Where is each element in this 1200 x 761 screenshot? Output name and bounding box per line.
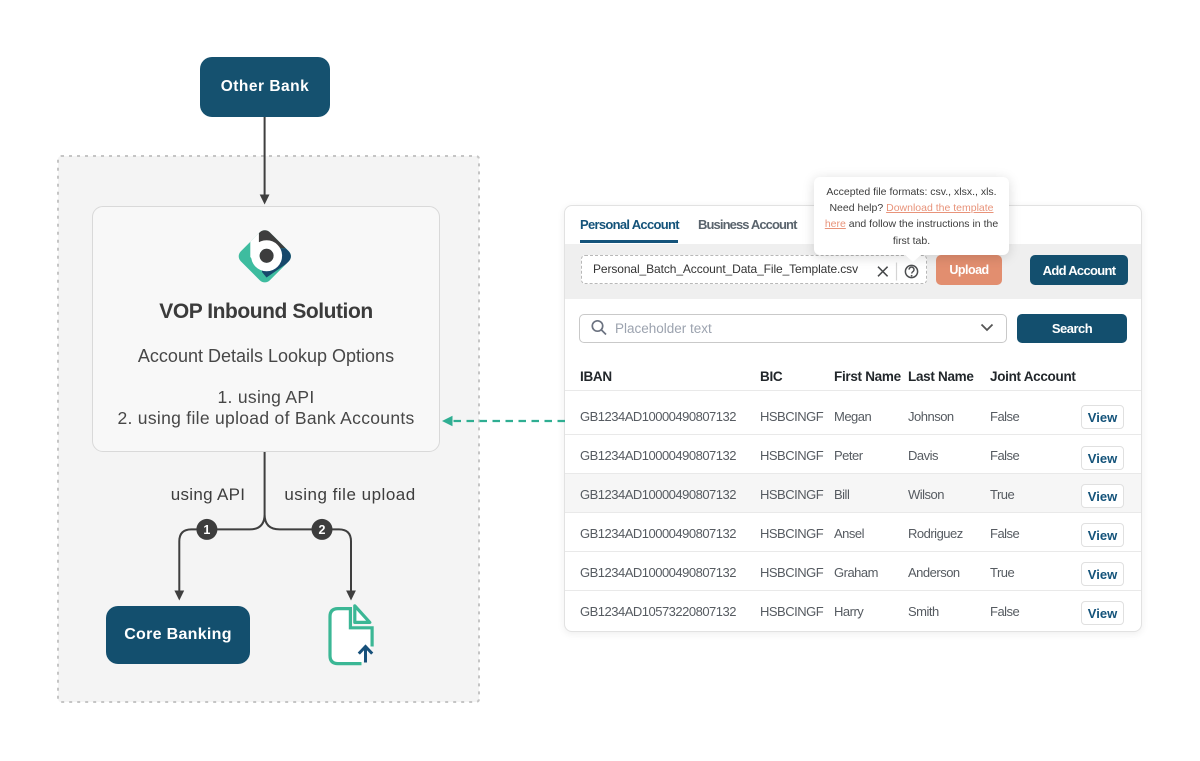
svg-text:1: 1 [203, 523, 210, 537]
svg-text:2: 2 [319, 523, 326, 537]
